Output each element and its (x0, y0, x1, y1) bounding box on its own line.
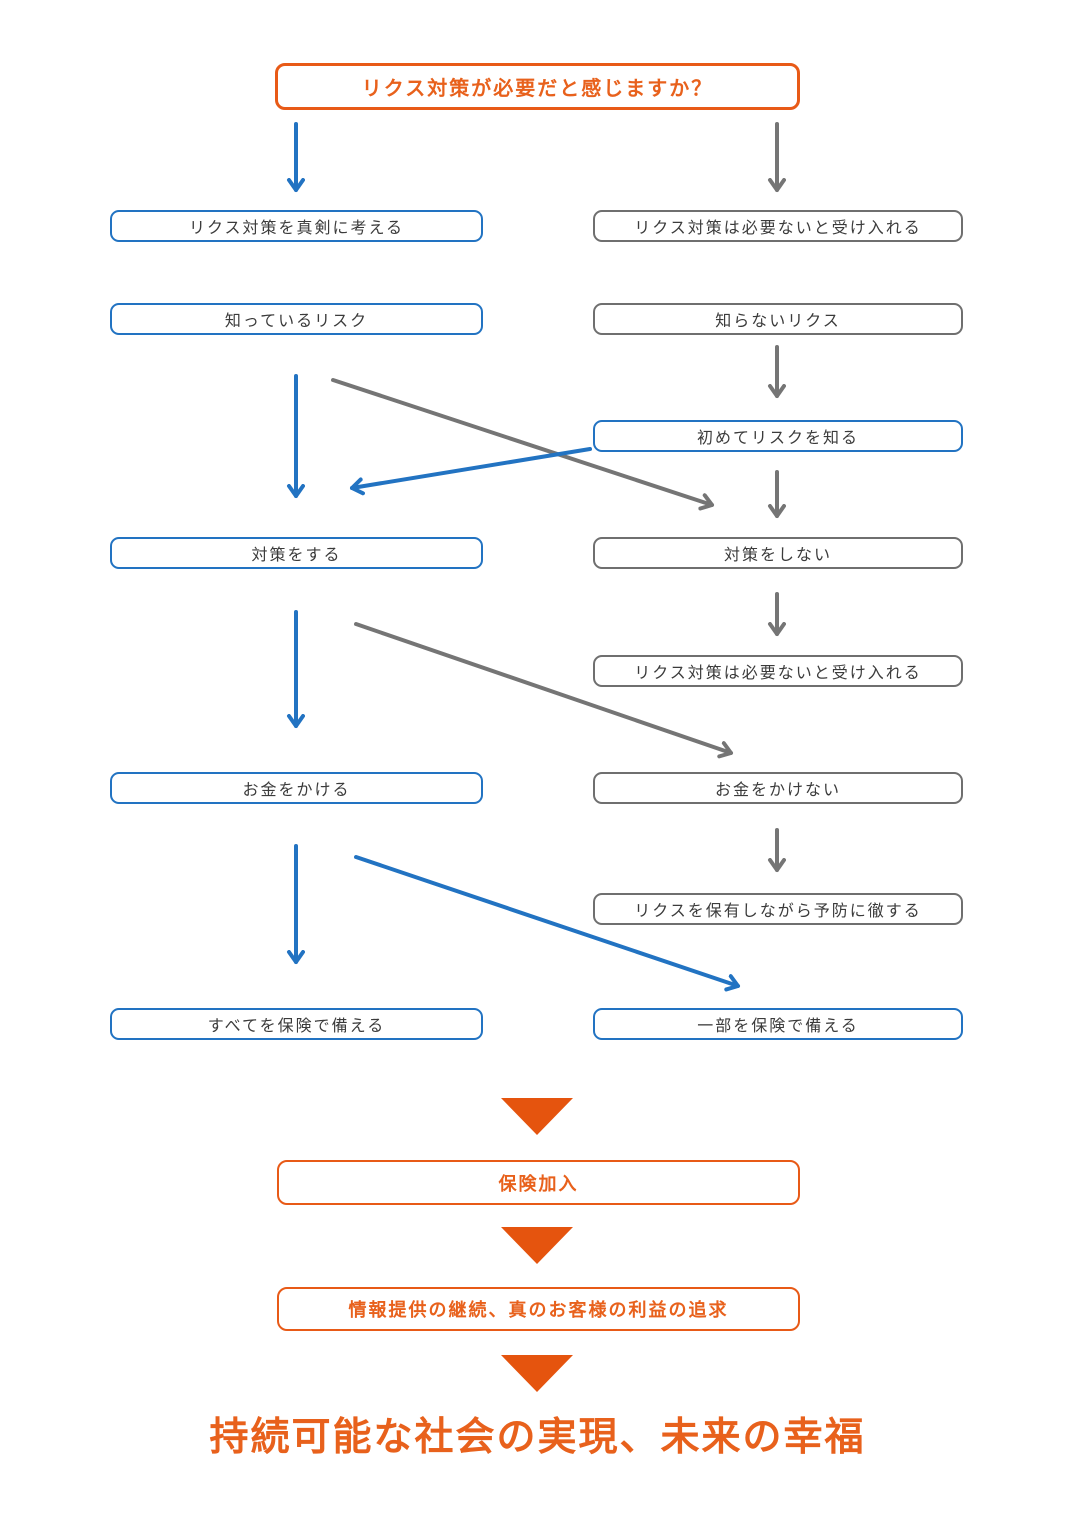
node-unknown-risk: 知らないリクス (593, 303, 963, 335)
arrow-firstlearn-to-measures-diagonal (350, 447, 592, 496)
node-retain-risk-prevent: リクスを保有しながら予防に徹する (593, 893, 963, 925)
down-triangle-icon (501, 1355, 573, 1392)
node-not-spend-money: お金をかけない (593, 772, 963, 804)
node-no-measures: 対策をしない (593, 537, 963, 569)
node-accept-no-need-mid: リクス対策は必要ないと受け入れる (593, 655, 963, 687)
node-question: リクス対策が必要だと感じますか？ (275, 63, 800, 110)
down-triangle-icon (501, 1098, 573, 1135)
node-insure-partially: 一部を保険で備える (593, 1008, 963, 1040)
node-spend-money: お金をかける (110, 772, 483, 804)
node-accept-no-need-top: リクス対策は必要ないと受け入れる (593, 210, 963, 242)
node-join-insurance: 保険加入 (277, 1160, 800, 1205)
node-consider-seriously: リクス対策を真剣に考える (110, 210, 483, 242)
final-goal-text: 持続可能な社会の実現、未来の幸福 (209, 1416, 866, 1459)
node-first-learn-risk: 初めてリスクを知る (593, 420, 963, 452)
node-continue-info: 情報提供の継続、真のお客様の利益の追求 (277, 1287, 800, 1331)
down-triangle-icon (501, 1227, 573, 1264)
node-insure-everything: すべてを保険で備える (110, 1008, 483, 1040)
node-take-measures: 対策をする (110, 537, 483, 569)
arrow-measures-to-nospend-diagonal (354, 622, 733, 759)
node-known-risk: 知っているリスク (110, 303, 483, 335)
